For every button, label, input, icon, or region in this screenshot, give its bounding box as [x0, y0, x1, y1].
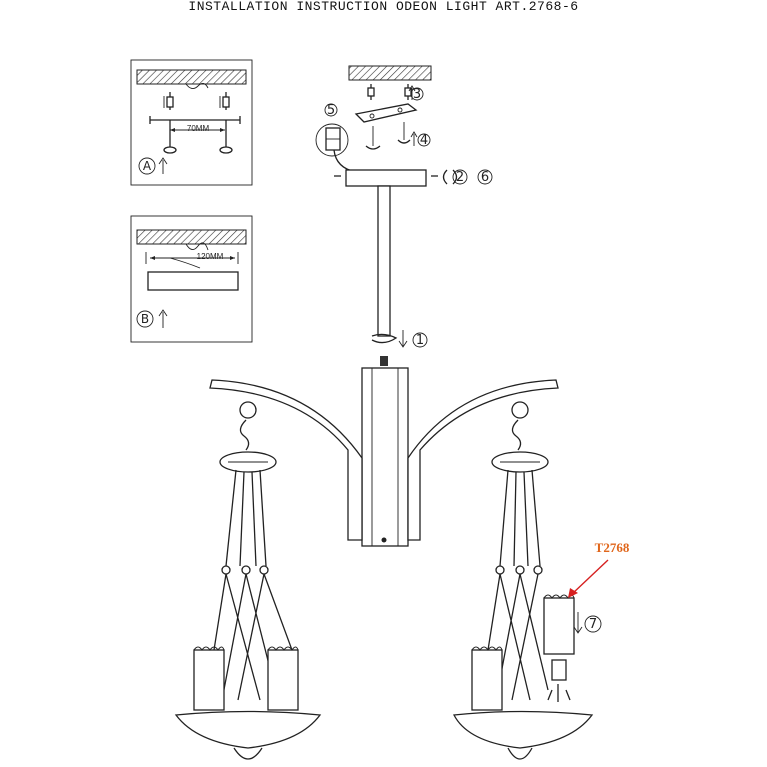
left-pendant: [174, 401, 322, 760]
page-title: INSTALLATION INSTRUCTION ODEON LIGHT ART…: [188, 0, 579, 14]
step-4-label: 4: [420, 133, 428, 148]
step-3-label: 3: [413, 87, 421, 102]
step-6-label: 6: [481, 170, 489, 185]
part-label-t2768: T2768: [595, 540, 630, 555]
ceiling-hatch: [136, 69, 247, 85]
dimension-120mm: 120MM: [197, 252, 224, 261]
left-arm: [209, 379, 363, 541]
ceiling-mount-assembly: 3 4 5 2 6 1: [315, 65, 493, 366]
ceiling-hatch: [136, 229, 247, 245]
callout-arrow: [571, 559, 609, 595]
shade-t2768: [543, 597, 575, 655]
mounting-plate: [147, 271, 239, 291]
bulb-socket: [551, 659, 567, 681]
step-2-label: 2: [456, 170, 464, 185]
panel-a-letter: A: [143, 159, 152, 173]
screw-icon: [163, 92, 230, 110]
panel-b-letter: B: [141, 312, 149, 326]
panel-b-circle: [136, 310, 154, 328]
up-arrow-icon: [158, 309, 168, 328]
ceiling-hatch: [348, 65, 432, 81]
step-1-label: 1: [416, 333, 424, 348]
panel-b: 120MM B: [130, 215, 253, 343]
rod-nut: [380, 356, 388, 366]
down-rod: [377, 185, 391, 337]
panel-a-circle: [138, 157, 156, 175]
step-5-label: 5: [327, 103, 335, 118]
canopy: [345, 169, 427, 187]
part-callout: T2768: [568, 540, 630, 598]
step-7-label: 7: [589, 617, 597, 632]
panel-a: 70MM A: [130, 59, 253, 186]
connector-detail: [315, 123, 349, 157]
arrow-head-icon: [568, 588, 578, 598]
right-arm: [407, 379, 559, 541]
glass-bowl: [452, 710, 594, 749]
dimension-70mm: 70MM: [187, 124, 210, 133]
mounting-bracket: [354, 103, 418, 123]
right-pendant: 7: [452, 401, 602, 760]
glass-bowl: [174, 710, 322, 749]
central-body: [209, 367, 559, 547]
up-arrow-icon: [158, 157, 168, 174]
